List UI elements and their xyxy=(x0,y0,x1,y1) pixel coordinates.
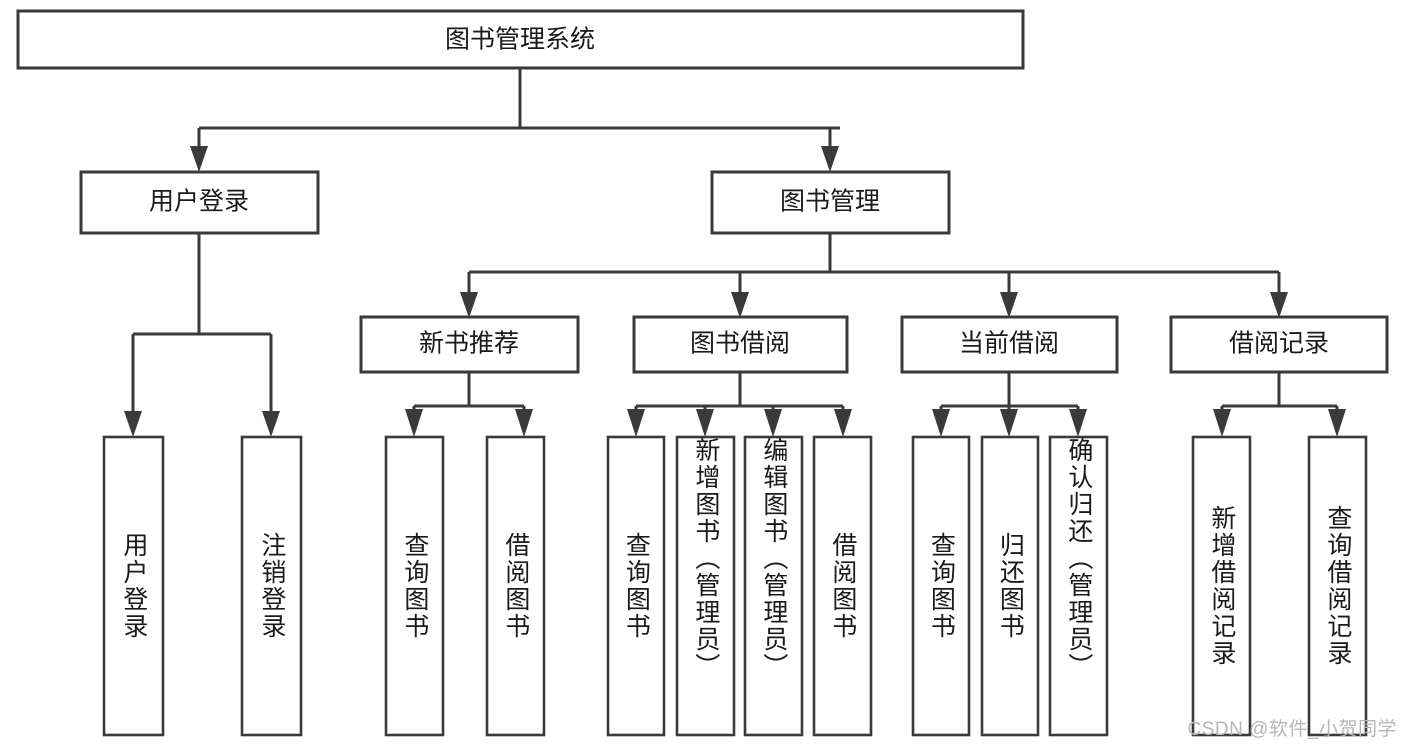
arrowhead-borrow-record xyxy=(1270,292,1288,318)
connectors xyxy=(124,68,1346,437)
node-current-borrow-box xyxy=(900,315,1119,374)
node-current-borrow[interactable]: 当前借阅 xyxy=(900,315,1119,374)
node-root-system-box xyxy=(16,9,1025,70)
leaf-box-user-login[interactable] xyxy=(102,435,165,737)
arrowhead-br-query xyxy=(1328,409,1346,437)
leaf-box-bb-edit-book[interactable] xyxy=(743,435,804,737)
node-new-book-recommend[interactable]: 新书推荐 xyxy=(359,315,580,374)
leaf-box-nb-borrow-book[interactable] xyxy=(485,435,546,737)
leaf-box-bb-add-book[interactable] xyxy=(675,435,736,737)
arrowhead-nb-borrow xyxy=(515,409,533,437)
arrowhead-book-borrow xyxy=(731,292,749,318)
arrowhead-bb-add xyxy=(696,409,714,437)
arrowhead-bb-query xyxy=(627,409,645,437)
leaf-box-nb-query-book[interactable] xyxy=(384,435,445,737)
arrowhead-book-manage xyxy=(821,146,839,172)
arrowhead-bb-edit xyxy=(764,409,782,437)
node-new-book-recommend-box xyxy=(359,315,580,374)
node-book-manage-box xyxy=(710,170,951,235)
node-borrow-record-box xyxy=(1169,315,1389,374)
node-book-manage-label: 图书管理 xyxy=(780,188,880,216)
arrowhead-new-book xyxy=(460,292,478,318)
arrowhead-br-add xyxy=(1213,409,1231,437)
arrowhead-leaf-user-login xyxy=(124,411,142,437)
arrowhead-bb-borrow xyxy=(834,409,852,437)
leaf-box-cb-query-book[interactable] xyxy=(911,435,971,737)
arrowhead-cb-query xyxy=(932,409,950,437)
node-book-borrow-box xyxy=(632,315,849,374)
arrowhead-cb-confirm xyxy=(1069,409,1087,437)
node-user-login-box xyxy=(79,170,320,235)
node-book-borrow[interactable]: 图书借阅 xyxy=(632,315,849,374)
node-book-manage[interactable]: 图书管理 xyxy=(710,170,951,235)
node-root-system-label: 图书管理系统 xyxy=(445,26,595,54)
node-user-login[interactable]: 用户登录 xyxy=(79,170,320,235)
arrowhead-nb-query xyxy=(405,409,423,437)
leaf-box-cb-confirm-return[interactable] xyxy=(1048,435,1109,737)
leaf-box-cb-return-book[interactable] xyxy=(980,435,1040,737)
node-root-system[interactable]: 图书管理系统 xyxy=(16,9,1025,70)
node-borrow-record[interactable]: 借阅记录 xyxy=(1169,315,1389,374)
node-book-borrow-label: 图书借阅 xyxy=(690,330,790,358)
leaf-box-br-query-record[interactable] xyxy=(1307,435,1368,737)
node-user-login-label: 用户登录 xyxy=(149,188,249,216)
arrowhead-current-borrow xyxy=(1000,292,1018,318)
leaf-box-logout[interactable] xyxy=(240,435,303,737)
node-borrow-record-label: 借阅记录 xyxy=(1229,330,1329,358)
node-new-book-recommend-label: 新书推荐 xyxy=(419,330,519,358)
leaf-boxes xyxy=(102,435,1368,737)
watermark-text: CSDN @软件_小贺同学 xyxy=(1187,719,1397,740)
arrowhead-user-login xyxy=(190,146,208,172)
arrowhead-cb-return xyxy=(1000,409,1018,437)
node-current-borrow-label: 当前借阅 xyxy=(959,330,1059,358)
arrowhead-leaf-logout xyxy=(262,411,280,437)
leaf-box-bb-query-book[interactable] xyxy=(606,435,666,737)
leaf-box-bb-borrow-book[interactable] xyxy=(812,435,873,737)
leaf-box-br-add-record[interactable] xyxy=(1191,435,1252,737)
